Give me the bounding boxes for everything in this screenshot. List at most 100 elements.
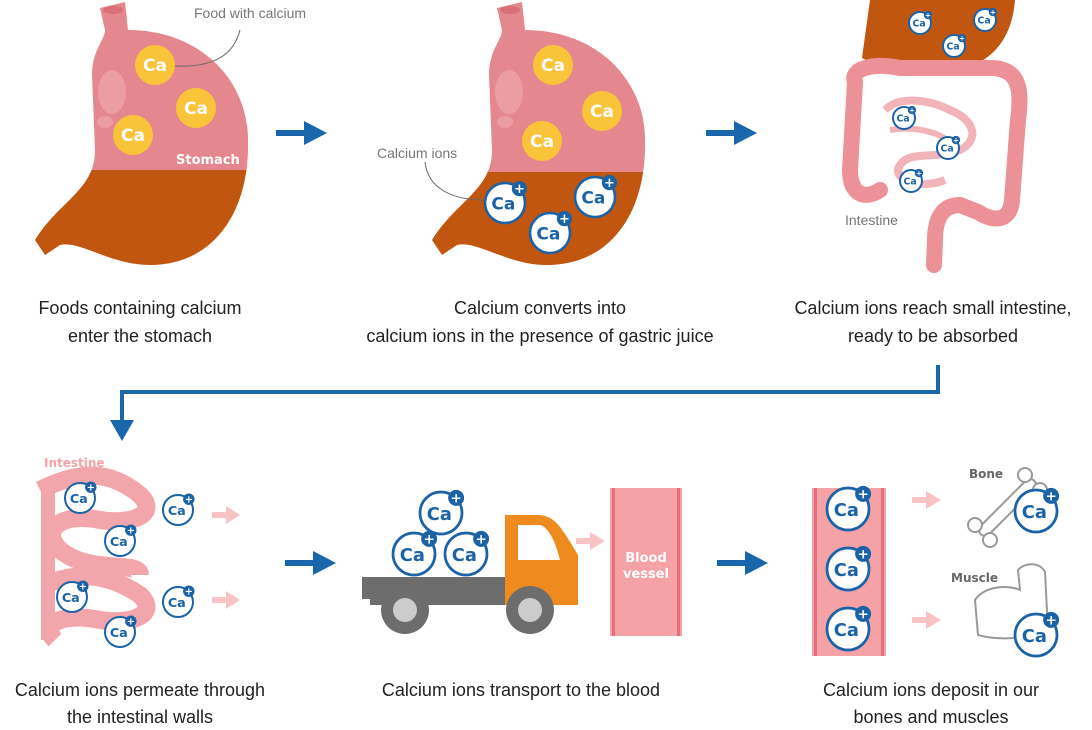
flow-connector-arrow bbox=[110, 365, 940, 441]
calcium-food-particle: Ca bbox=[533, 45, 573, 85]
step2-caption-line1: Calcium converts into bbox=[454, 298, 626, 318]
svg-text:Ca: Ca bbox=[400, 545, 425, 566]
calcium-ion-icon: Ca+ bbox=[825, 605, 872, 652]
calcium-ion-icon: Ca+ bbox=[936, 136, 961, 160]
intestine-label: Intestine bbox=[845, 212, 898, 228]
blood-vessel-label-line2: vessel bbox=[623, 567, 669, 582]
calcium-ion-icon: Ca+ bbox=[942, 34, 967, 58]
calcium-symbol: Ca bbox=[530, 132, 554, 152]
step5-caption-line1: Calcium ions transport to the blood bbox=[382, 680, 660, 700]
calcium-ion-icon: Ca+ bbox=[1013, 611, 1060, 658]
svg-text:+: + bbox=[423, 532, 434, 548]
svg-text:+: + bbox=[87, 483, 95, 494]
step6-caption-line2: bones and muscles bbox=[853, 707, 1008, 727]
svg-text:+: + bbox=[604, 176, 615, 191]
calcium-ion-icon: Ca+ bbox=[573, 175, 618, 219]
svg-text:Ca: Ca bbox=[536, 225, 560, 245]
svg-text:Ca: Ca bbox=[491, 195, 515, 215]
calcium-food-particle: Ca bbox=[113, 115, 153, 155]
calcium-ion-icon: Ca+ bbox=[162, 493, 195, 526]
svg-text:Ca: Ca bbox=[452, 545, 477, 566]
calcium-ion-icon: Ca+ bbox=[418, 489, 465, 536]
svg-text:+: + bbox=[909, 106, 915, 115]
calcium-ion-icon: Ca+ bbox=[528, 211, 573, 255]
calcium-ions-label: Calcium ions bbox=[377, 145, 457, 161]
arrow-right-icon bbox=[717, 551, 768, 575]
pink-arrow-icon bbox=[576, 532, 605, 550]
stomach-label: Stomach bbox=[176, 153, 240, 168]
svg-text:+: + bbox=[990, 8, 996, 17]
svg-text:Ca: Ca bbox=[581, 189, 605, 209]
svg-text:Ca: Ca bbox=[978, 16, 991, 27]
calcium-food-particle: Ca bbox=[522, 121, 562, 161]
svg-text:Ca: Ca bbox=[427, 504, 452, 525]
svg-text:Ca: Ca bbox=[62, 591, 80, 606]
calcium-symbol: Ca bbox=[121, 126, 145, 146]
pink-arrow-icon bbox=[912, 491, 941, 509]
calcium-ion-icon: Ca+ bbox=[483, 181, 527, 225]
arrow-right-icon bbox=[276, 121, 327, 145]
svg-text:+: + bbox=[953, 136, 959, 145]
calcium-ion-icon: Ca+ bbox=[973, 8, 998, 32]
calcium-ion-icon: Ca+ bbox=[443, 530, 490, 577]
calcium-ion-icon: Ca+ bbox=[908, 11, 933, 35]
intestine-label-2: Intestine bbox=[44, 456, 105, 470]
arrow-right-icon bbox=[706, 121, 757, 145]
arrow-right-icon bbox=[285, 551, 336, 575]
svg-text:Ca: Ca bbox=[168, 504, 186, 519]
svg-text:+: + bbox=[185, 587, 193, 598]
calcium-ion-icon: Ca+ bbox=[104, 524, 137, 557]
step4-caption-line2: the intestinal walls bbox=[67, 707, 213, 727]
blood-vessel: Blood vessel bbox=[610, 488, 682, 636]
svg-text:Ca: Ca bbox=[834, 620, 859, 641]
calcium-ion-icon: Ca+ bbox=[825, 545, 872, 592]
step3-caption-line2: ready to be absorbed bbox=[848, 326, 1018, 346]
calcium-food-particle: Ca bbox=[582, 91, 622, 131]
svg-text:Ca: Ca bbox=[897, 114, 910, 125]
svg-text:+: + bbox=[857, 607, 868, 623]
step4-caption-line1: Calcium ions permeate through bbox=[15, 680, 265, 700]
pink-arrow-icon bbox=[212, 506, 240, 524]
svg-text:+: + bbox=[559, 212, 570, 227]
calcium-symbol: Ca bbox=[143, 56, 167, 76]
svg-text:Ca: Ca bbox=[941, 144, 954, 155]
svg-text:+: + bbox=[475, 532, 486, 548]
svg-text:Ca: Ca bbox=[110, 626, 128, 641]
calcium-ion-icon: Ca+ bbox=[162, 585, 195, 618]
calcium-symbol: Ca bbox=[590, 102, 614, 122]
bone-label: Bone bbox=[969, 467, 1003, 481]
calcium-symbol: Ca bbox=[184, 99, 208, 119]
calcium-ion-icon: Ca+ bbox=[104, 615, 137, 648]
svg-text:Ca: Ca bbox=[168, 596, 186, 611]
svg-text:Ca: Ca bbox=[834, 560, 859, 581]
muscle-label: Muscle bbox=[951, 571, 998, 585]
svg-text:+: + bbox=[79, 582, 87, 593]
step1-caption-line2: enter the stomach bbox=[68, 326, 212, 346]
calcium-ion-icon: Ca+ bbox=[56, 580, 89, 613]
svg-text:+: + bbox=[857, 487, 868, 503]
step2-caption-line2: calcium ions in the presence of gastric … bbox=[366, 326, 713, 346]
truck-icon bbox=[362, 515, 578, 634]
svg-text:+: + bbox=[916, 169, 922, 178]
svg-text:+: + bbox=[959, 34, 965, 43]
svg-text:Ca: Ca bbox=[834, 500, 859, 521]
svg-text:+: + bbox=[185, 495, 193, 506]
calcium-ion-icon: Ca+ bbox=[825, 485, 872, 532]
calcium-ion-icon: Ca+ bbox=[391, 530, 438, 577]
svg-text:+: + bbox=[1045, 489, 1056, 505]
svg-text:Ca: Ca bbox=[1022, 626, 1047, 647]
svg-text:Ca: Ca bbox=[70, 492, 88, 507]
svg-text:+: + bbox=[857, 547, 868, 563]
blood-vessel-label-line1: Blood bbox=[625, 551, 667, 566]
svg-text:+: + bbox=[450, 491, 461, 507]
svg-text:Ca: Ca bbox=[1022, 502, 1047, 523]
pink-arrow-icon bbox=[212, 591, 240, 609]
pink-arrow-icon bbox=[912, 611, 941, 629]
food-with-calcium-label: Food with calcium bbox=[194, 5, 306, 21]
svg-text:Ca: Ca bbox=[904, 177, 917, 188]
svg-text:+: + bbox=[514, 182, 525, 197]
svg-text:Ca: Ca bbox=[110, 535, 128, 550]
svg-text:+: + bbox=[925, 11, 931, 20]
step1-caption-line1: Foods containing calcium bbox=[38, 298, 241, 318]
